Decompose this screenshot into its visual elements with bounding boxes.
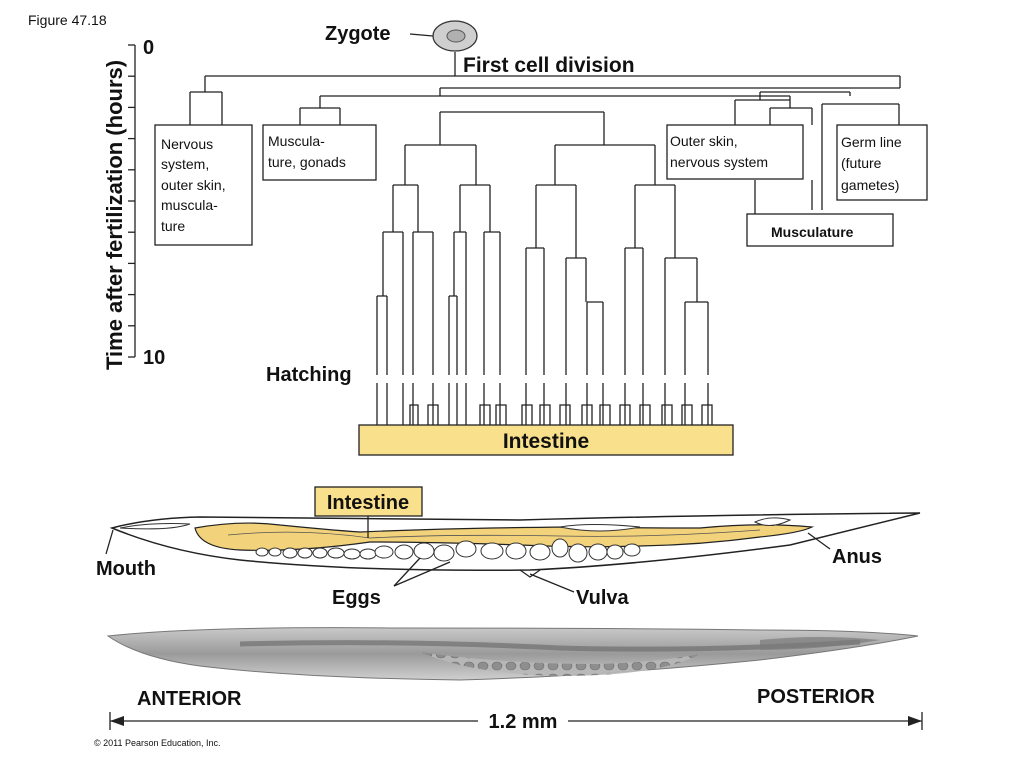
terminal-division — [661, 404, 673, 425]
box-intestine: Intestine — [358, 424, 734, 456]
egg-icon — [623, 543, 641, 557]
egg-icon — [480, 542, 504, 560]
box-musculature-label: Musculature — [771, 224, 854, 240]
egg-icon — [551, 538, 569, 558]
svg-text:Outer skin, nervous syst: Outer skin, nervous system — [670, 133, 768, 170]
terminal-division — [599, 404, 611, 425]
egg-icon — [359, 548, 377, 560]
box-outer-line: Outer skin, — [670, 133, 738, 149]
box-nervous-line: outer skin, — [161, 177, 226, 193]
box-muscle-gonads-line: ture, gonads — [268, 154, 346, 170]
egg-icon — [505, 542, 527, 560]
box-nervous-line: Nervous — [161, 136, 213, 152]
egg-icon — [255, 547, 269, 557]
terminal-division — [539, 404, 551, 425]
egg-icon — [529, 543, 551, 561]
box-outer-skin-nervous: Outer skin, nervous system — [666, 124, 804, 180]
zygote-nucleus-icon — [446, 29, 466, 43]
posterior-label: POSTERIOR — [757, 686, 875, 708]
vulva-label: Vulva — [576, 587, 629, 609]
terminal-division — [409, 404, 419, 425]
axis-tick-0: 0 — [143, 37, 154, 59]
vulva-icon — [519, 569, 541, 578]
box-outer-line: nervous system — [670, 154, 768, 170]
box-nervous-line: muscula- — [161, 197, 218, 213]
egg-icon — [606, 544, 624, 560]
box-nervous-system: Nervous system, outer skin, muscula- tur… — [154, 124, 253, 246]
svg-text:Muscula- ture, gonads: Muscula- ture, gonads — [268, 133, 346, 170]
egg-icon — [455, 540, 477, 558]
anterior-label: ANTERIOR — [137, 688, 242, 710]
axis-tick-10: 10 — [143, 347, 165, 369]
time-axis: 0 10 Time after fertilization (hours) — [102, 37, 165, 370]
lineage-tree — [189, 52, 901, 375]
worm-diagram — [109, 512, 921, 578]
worm-eggs — [255, 538, 641, 563]
egg-icon — [588, 543, 608, 561]
box-germ-line-text: Germ line — [841, 134, 902, 150]
svg-text:Nervous system, ou: Nervous system, outer skin, muscula- tur… — [161, 136, 229, 234]
worm-labels: Intestine Mouth Anus Eggs Vulva — [96, 486, 882, 609]
terminal-cells — [375, 375, 713, 425]
terminal-division — [701, 404, 713, 425]
box-nervous-line: system, — [161, 156, 209, 172]
egg-icon — [312, 547, 328, 559]
box-musculature: Musculature — [746, 213, 894, 247]
terminal-division — [427, 404, 439, 425]
axis-ticks — [128, 44, 135, 358]
terminal-division — [521, 404, 533, 425]
egg-icon — [268, 547, 282, 557]
box-musculature-gonads: Muscula- ture, gonads — [262, 124, 377, 181]
box-germ-line: Germ line (future gametes) — [836, 124, 928, 201]
egg-icon — [413, 542, 435, 560]
box-intestine-label: Intestine — [503, 430, 589, 453]
terminal-division — [681, 404, 693, 425]
hatching-label: Hatching — [266, 364, 352, 386]
egg-icon — [433, 544, 455, 562]
egg-icon — [282, 547, 298, 559]
zygote-label: Zygote — [325, 23, 391, 45]
box-muscle-gonads-line: Muscula- — [268, 133, 325, 149]
egg-icon — [568, 543, 588, 563]
terminal-division — [581, 404, 593, 425]
svg-text:Germ line (future: Germ line (future gametes) — [841, 134, 906, 193]
scale-bar: 1.2 mm — [109, 711, 923, 733]
egg-icon — [343, 548, 361, 560]
arrow-right-icon — [908, 716, 922, 726]
arrow-left-icon — [110, 716, 124, 726]
terminal-division — [559, 404, 571, 425]
box-nervous-line: ture — [161, 218, 185, 234]
worm-micrograph — [106, 627, 919, 681]
mouth-label: Mouth — [96, 558, 156, 580]
y-axis-label: Time after fertilization (hours) — [102, 60, 127, 370]
intestine-callout-label: Intestine — [327, 492, 409, 514]
egg-icon — [394, 544, 414, 560]
anus-label: Anus — [832, 546, 882, 568]
egg-icon — [297, 547, 313, 559]
first-division-label: First cell division — [463, 54, 635, 77]
zygote: Zygote — [325, 20, 478, 52]
eggs-label: Eggs — [332, 587, 381, 609]
terminal-division — [639, 404, 651, 425]
box-germ-line-text: gametes) — [841, 177, 899, 193]
terminal-division — [495, 404, 507, 425]
terminal-division — [479, 404, 491, 425]
scale-label: 1.2 mm — [489, 711, 558, 733]
box-germ-line-text: (future — [841, 155, 882, 171]
terminal-division — [619, 404, 631, 425]
egg-icon — [327, 547, 345, 559]
egg-icon — [374, 545, 394, 559]
figure-label: Figure 47.18 — [28, 12, 107, 28]
copyright-text: © 2011 Pearson Education, Inc. — [94, 738, 221, 748]
worm-intestine-shape — [194, 522, 815, 551]
